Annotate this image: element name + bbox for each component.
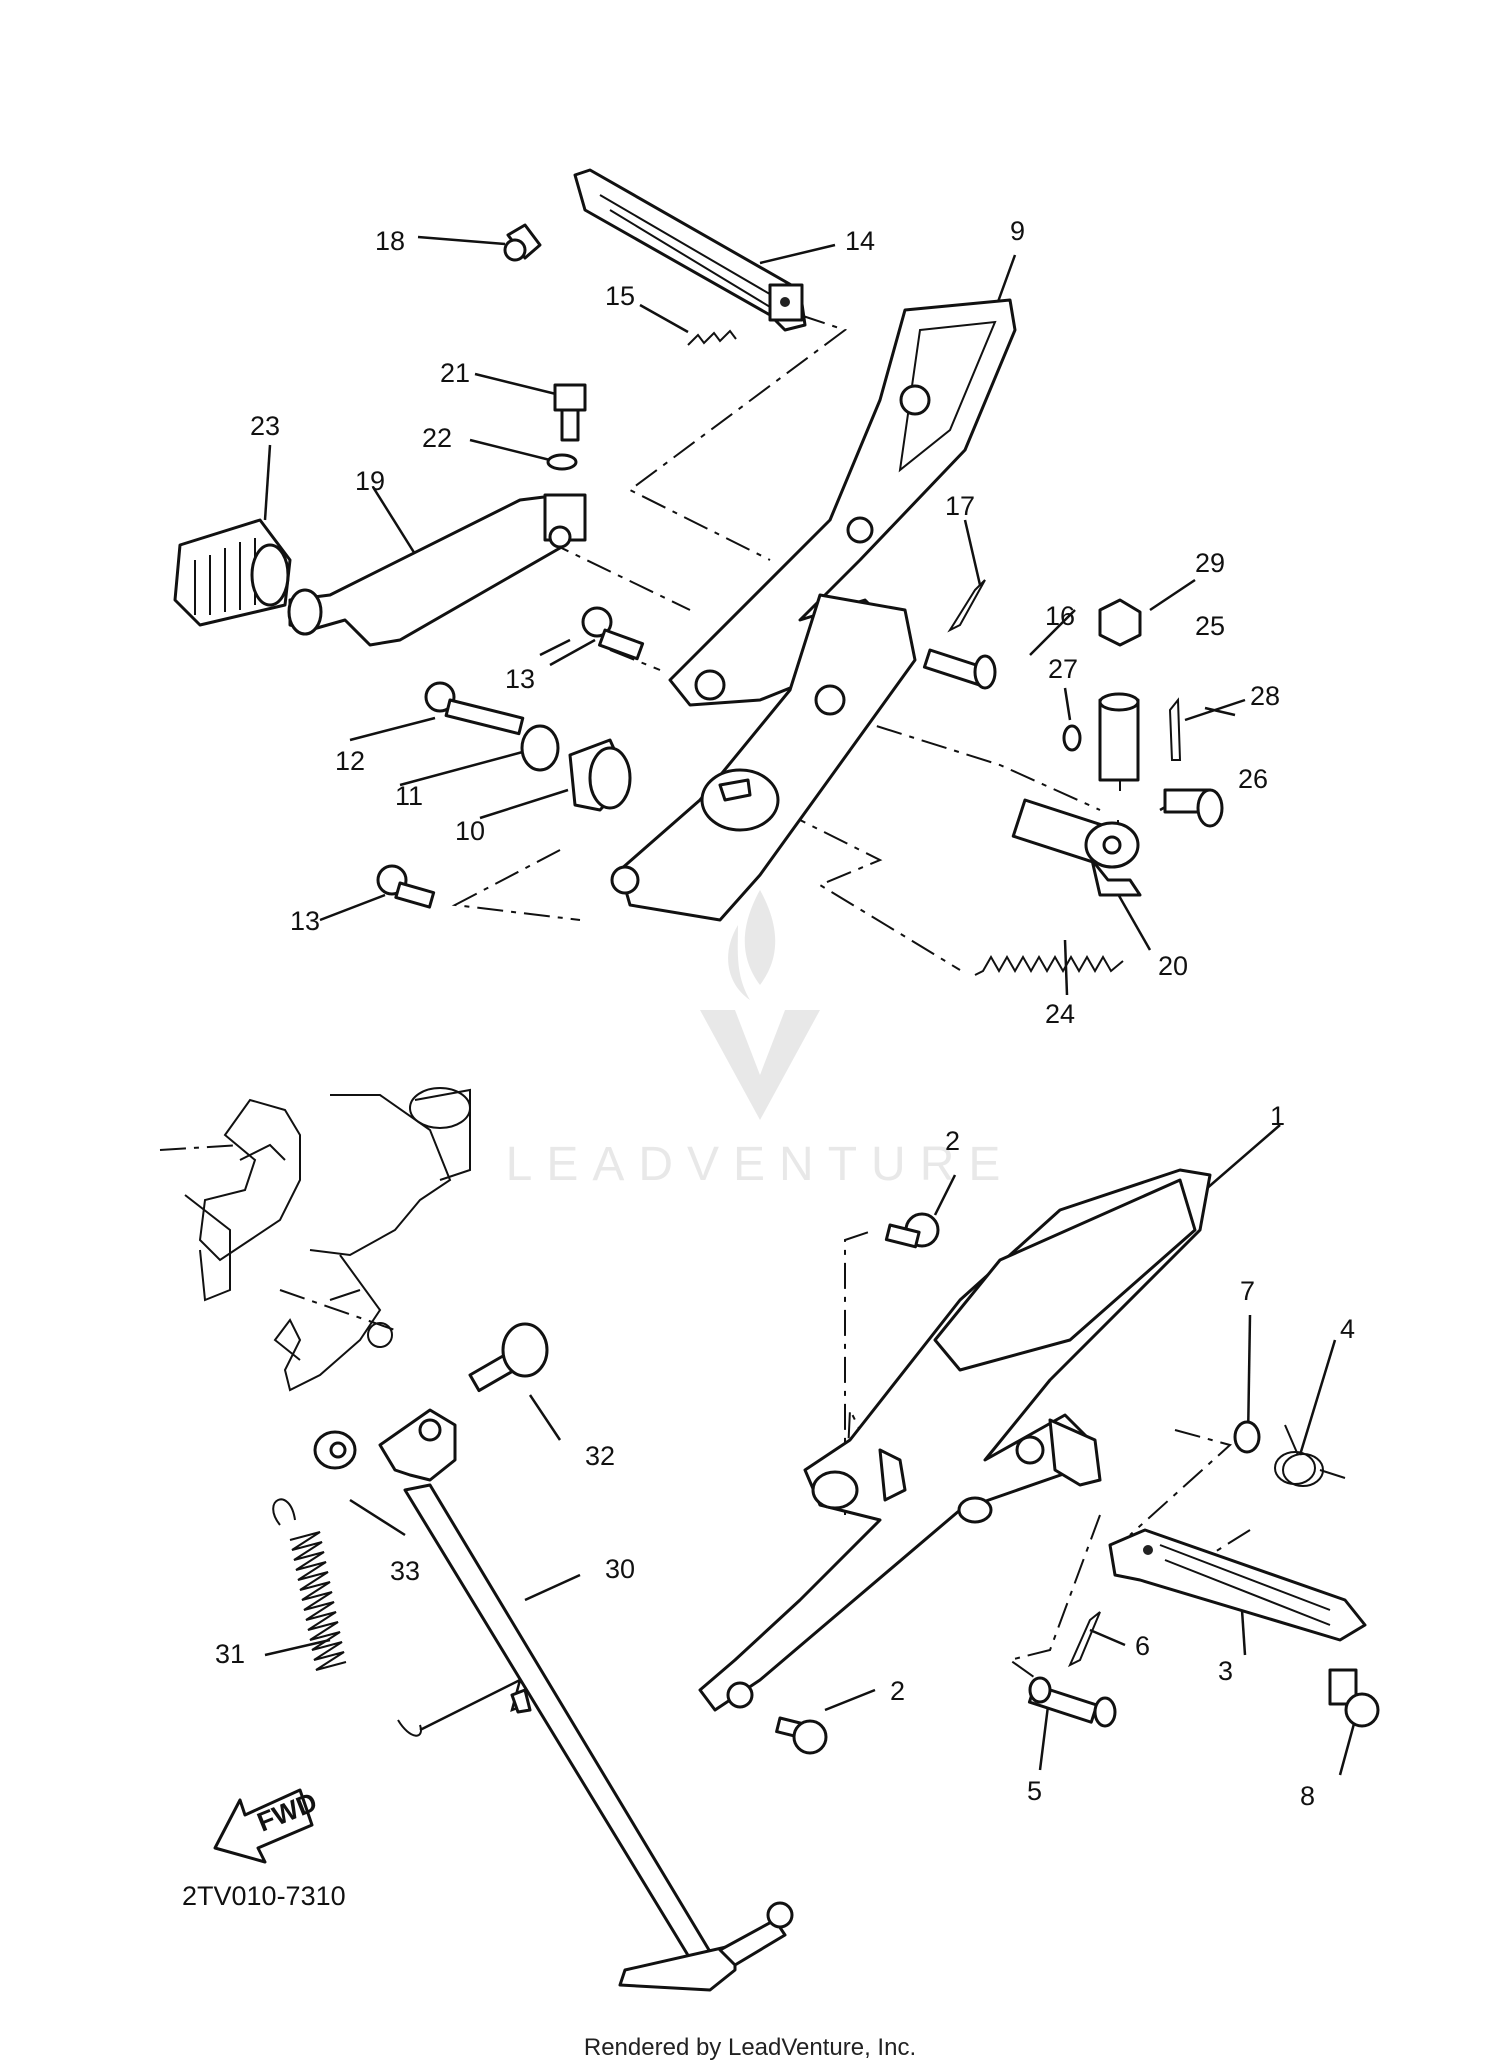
collar-part: [520, 724, 560, 772]
pedal-rubber-part: [173, 518, 292, 627]
bolt-part: [553, 383, 587, 442]
callout-4: 4: [1340, 1314, 1355, 1344]
small-spring-part: [687, 329, 737, 346]
callout-17: 17: [945, 491, 975, 521]
callout-8: 8: [1300, 1781, 1315, 1811]
pin-26-part: [1163, 788, 1224, 828]
callout-22: 22: [422, 423, 452, 453]
long-bolt-part: [424, 681, 525, 736]
pin-5-part: [1027, 1676, 1117, 1728]
callout-13-upper: 13: [505, 664, 535, 694]
watermark: LEADVENTURE: [506, 890, 1015, 1191]
washer-27-part: [1062, 724, 1082, 752]
callout-13-lower: 13: [290, 906, 320, 936]
callout-29: 29: [1195, 548, 1225, 578]
callout-15: 15: [605, 281, 635, 311]
spring-31-part: [272, 1498, 422, 1737]
callout-12: 12: [335, 746, 365, 776]
collar-7-part: [1233, 1420, 1261, 1454]
callout-32: 32: [585, 1441, 615, 1471]
callout-18: 18: [375, 226, 405, 256]
sidestand-part: [378, 1408, 794, 1992]
callout-33: 33: [390, 1556, 420, 1586]
callout-3: 3: [1218, 1656, 1233, 1686]
v-logo-icon: [700, 1010, 820, 1120]
footrest-bracket-part: [610, 298, 1017, 922]
lower-assembly: FWD: [184, 1087, 1380, 1992]
frame-outline-part: [184, 1087, 471, 1392]
footrest-bracket-front-part: [698, 1168, 1212, 1712]
nut-33-part: [313, 1430, 357, 1470]
shaft-part: [1011, 798, 1142, 897]
callout-10: 10: [455, 816, 485, 846]
bolt-2-upper-part: [884, 1212, 940, 1249]
diagram-code: 2TV010-7310: [182, 1881, 346, 1911]
footrest-rear-part: [573, 168, 807, 332]
joint-part: [1098, 692, 1140, 782]
spring-24-part: [974, 954, 1124, 976]
callout-26: 26: [1238, 764, 1268, 794]
cotter-pin-17-part: [947, 579, 986, 633]
callout-20: 20: [1158, 951, 1188, 981]
callout-1: 1: [1270, 1101, 1285, 1131]
callout-21: 21: [440, 358, 470, 388]
callout-2-upper: 2: [945, 1126, 960, 1156]
lower-leader-lines: [159, 1124, 1357, 1776]
callout-7: 7: [1240, 1276, 1255, 1306]
callout-31: 31: [215, 1639, 245, 1669]
bolt-13-upper-part: [581, 606, 645, 661]
bolt-13-lower-part: [376, 864, 436, 909]
upper-assembly: [173, 168, 1224, 976]
callout-25: 25: [1195, 611, 1225, 641]
callout-24: 24: [1045, 999, 1075, 1029]
pin-16-part: [922, 648, 997, 690]
callout-14: 14: [845, 226, 875, 256]
shift-lever-part: [287, 493, 587, 647]
plug-8-part: [1328, 1668, 1380, 1728]
cotter-pin-6-part: [1067, 1611, 1101, 1668]
callout-23: 23: [250, 411, 280, 441]
callout-30: 30: [605, 1554, 635, 1584]
watermark-text: LEADVENTURE: [506, 1138, 1015, 1191]
callout-28: 28: [1250, 681, 1280, 711]
footrest-front-part: [1108, 1528, 1367, 1642]
nut-part: [1098, 598, 1142, 647]
callout-16: 16: [1045, 601, 1075, 631]
callout-6: 6: [1135, 1631, 1150, 1661]
callout-5: 5: [1027, 1776, 1042, 1806]
damper-part: [568, 738, 632, 812]
fwd-arrow-icon: FWD: [213, 1787, 321, 1864]
footer-credit: Rendered by LeadVenture, Inc.: [584, 2034, 916, 2061]
callout-2-lower: 2: [890, 1676, 905, 1706]
callout-numbers: 18 14 9 15 21 23 22 19 17 29 25 16 13 27…: [215, 216, 1355, 1811]
upper-leader-lines: [263, 235, 1246, 996]
flame-logo-icon: [728, 890, 776, 1000]
bolt-32-part: [468, 1322, 549, 1393]
spring-4-part: [1274, 1424, 1346, 1487]
bolt-2-lower-part: [775, 1716, 828, 1755]
washer-part: [546, 453, 578, 471]
callout-27: 27: [1048, 654, 1078, 684]
callout-11: 11: [395, 781, 423, 811]
cotter-pin-28-part: [1168, 697, 1182, 761]
callout-9: 9: [1010, 216, 1025, 246]
callout-19: 19: [355, 466, 385, 496]
plug-part: [503, 223, 542, 262]
